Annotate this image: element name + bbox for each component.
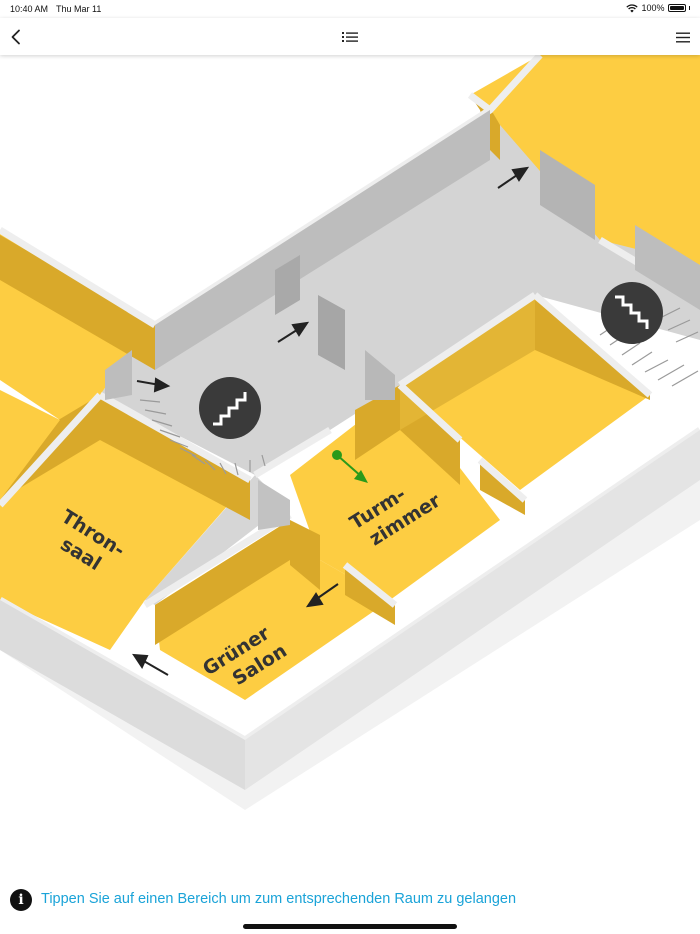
floor-plan-map[interactable]: Thron- saal Turm- zimmer Grüner Salon xyxy=(0,55,700,855)
current-position-marker xyxy=(332,450,368,483)
hint-text: Tippen Sie auf einen Bereich um zum ents… xyxy=(41,891,517,907)
status-bar: 10:40 AM Thu Mar 11 100% xyxy=(0,0,700,18)
floor-plan-svg: Thron- saal Turm- zimmer Grüner Salon xyxy=(0,55,700,810)
status-time: 10:40 AM xyxy=(10,4,49,14)
stair-steps-left xyxy=(139,399,266,476)
direction-arrows xyxy=(132,166,530,676)
chevron-left-icon xyxy=(11,29,20,45)
status-date: Thu Mar 11 xyxy=(56,4,102,14)
list-icon xyxy=(342,32,358,42)
home-indicator[interactable] xyxy=(243,924,457,929)
hint-bar: i Tippen Sie auf einen Bereich um zum en… xyxy=(0,884,700,914)
room-turmzimmer[interactable] xyxy=(290,390,500,600)
nav-bar xyxy=(0,18,700,55)
back-button[interactable] xyxy=(3,24,29,50)
info-icon[interactable]: i xyxy=(10,889,32,911)
stairs-icon[interactable] xyxy=(199,377,261,439)
room-far-left[interactable] xyxy=(0,390,60,500)
menu-button[interactable] xyxy=(670,24,696,50)
battery-percent: 100% xyxy=(641,3,665,13)
room-top-right[interactable] xyxy=(470,55,700,265)
stairs-icon[interactable] xyxy=(601,282,663,344)
list-button[interactable] xyxy=(337,24,363,50)
wifi-icon xyxy=(626,3,639,12)
battery-icon xyxy=(667,4,686,12)
room-gruener-salon[interactable] xyxy=(155,520,390,700)
hamburger-menu-icon xyxy=(676,32,690,42)
status-right: 100% xyxy=(626,3,690,13)
